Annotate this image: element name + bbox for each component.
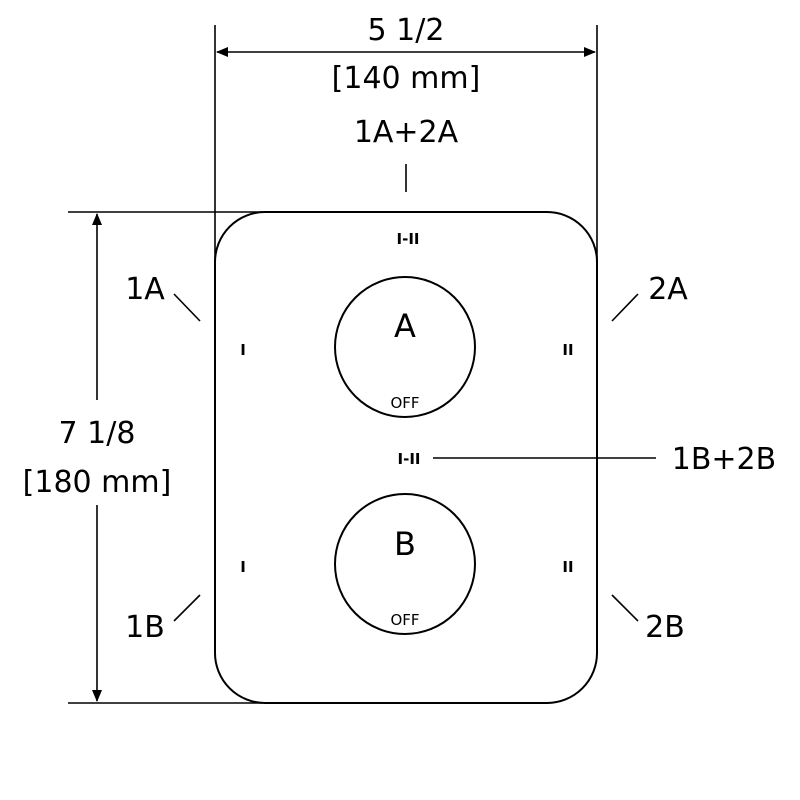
callout-right-lower-leader: [611, 594, 639, 622]
callout-left-lower-label: 1B: [125, 610, 165, 645]
callout-left-upper-label: 1A: [125, 272, 165, 307]
knob-a: A OFF: [334, 276, 476, 418]
plate-right-mark-upper: II: [562, 341, 573, 359]
callout-left-upper-leader: [173, 293, 201, 322]
callout-right-upper-label: 2A: [648, 272, 688, 307]
plate-left-mark-lower: I: [240, 558, 246, 576]
knob-b-letter: B: [394, 525, 416, 563]
plate-right-mark-lower: II: [562, 558, 573, 576]
height-metric-label: [180 mm]: [23, 465, 172, 500]
plate-middle-mark: I-II: [398, 450, 421, 468]
callout-right-lower-label: 2B: [645, 610, 685, 645]
height-label: 7 1/8: [59, 416, 136, 451]
knob-b: B OFF: [334, 493, 476, 635]
knob-a-off-label: OFF: [390, 394, 419, 412]
callout-right-upper-leader: [611, 293, 639, 322]
plate-left-mark-upper: I: [240, 341, 246, 359]
callout-middle-label: 1B+2B: [672, 442, 776, 477]
callout-left-lower-leader: [173, 594, 201, 622]
plate-top-mark: I-II: [397, 230, 420, 248]
callout-top-label: 1A+2A: [354, 115, 459, 150]
width-metric-label: [140 mm]: [332, 61, 481, 96]
knob-b-outline: [334, 493, 476, 635]
knob-a-letter: A: [394, 307, 416, 345]
knob-a-outline: [334, 276, 476, 418]
width-label: 5 1/2: [368, 13, 445, 48]
knob-b-off-label: OFF: [390, 611, 419, 629]
